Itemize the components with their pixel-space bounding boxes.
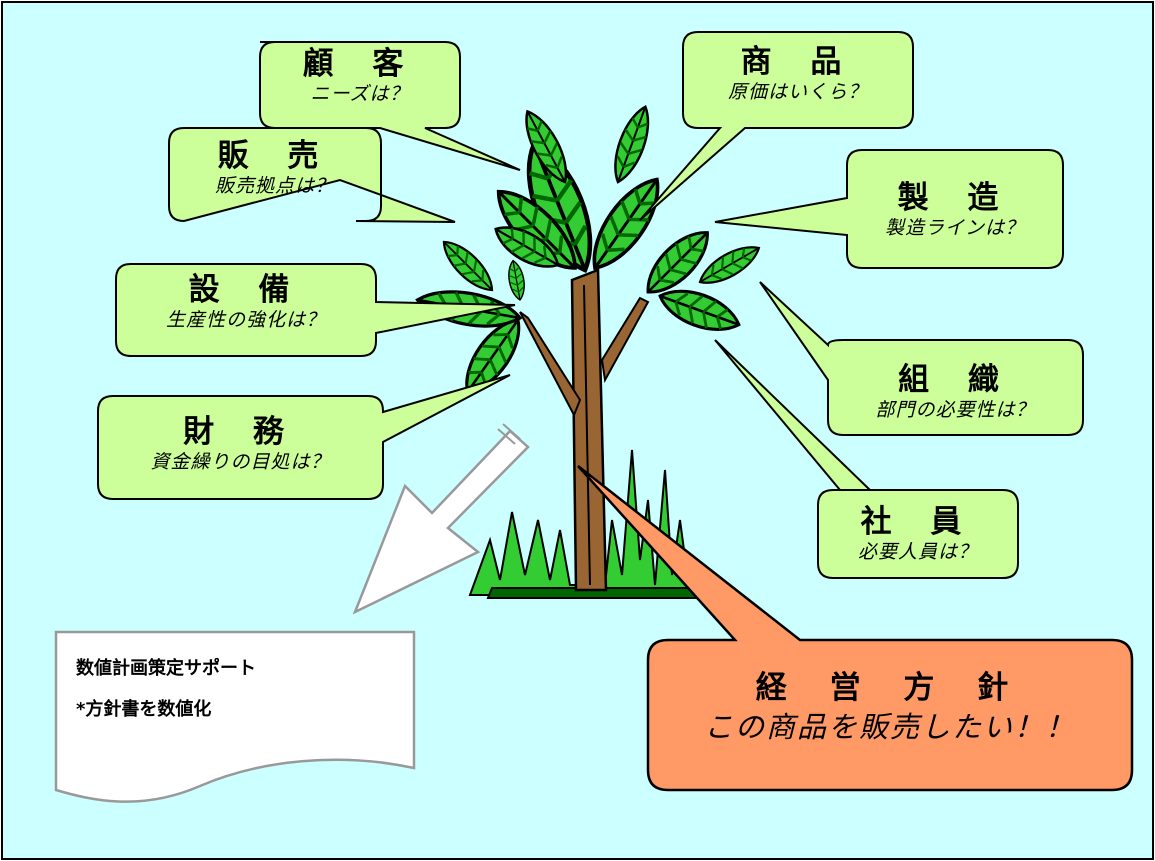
policy-bubble: 経 営 方 針 この商品を販売したい！！ <box>648 668 1132 746</box>
bubble-equipment-title: 設 備 <box>188 272 304 308</box>
bubble-product-title: 商 品 <box>740 44 856 80</box>
document-shape <box>54 630 416 803</box>
bubble-organization-title: 組 織 <box>898 362 1013 398</box>
document-line-2: *方針書を数値化 <box>76 699 212 720</box>
bubble-product-sub: 原価はいくら？ <box>727 81 868 103</box>
bubble-customer: 顧 客 ニーズは？ <box>260 46 460 106</box>
bubble-organization: 組 織 部門の必要性は？ <box>828 362 1083 422</box>
bubble-staff-sub: 必要人員は？ <box>857 541 978 563</box>
bubble-manufacturing-title: 製 造 <box>897 180 1013 216</box>
bubble-product: 商 品 原価はいくら？ <box>683 44 913 104</box>
bubble-customer-shape <box>259 41 521 171</box>
bubble-organization-sub: 部門の必要性は？ <box>875 399 1036 421</box>
bubble-organization-shape <box>759 281 1084 436</box>
bubble-customer-title: 顧 客 <box>302 46 418 82</box>
bubble-policy-shape <box>577 465 1134 792</box>
bubble-sales-title: 販 売 <box>217 138 333 174</box>
document-line-1: 数値計画策定サポート <box>76 658 256 679</box>
bubble-finance-sub: 資金繰りの目処は？ <box>150 451 331 473</box>
bubble-sales-shape <box>168 127 456 223</box>
bubble-staff-shape <box>714 339 1019 579</box>
bubble-staff-title: 社 員 <box>860 504 976 540</box>
tree-trunk <box>519 268 650 592</box>
policy-title: 経 営 方 針 <box>755 670 1025 706</box>
bubble-staff: 社 員 必要人員は？ <box>818 504 1018 564</box>
bubble-equipment-sub: 生産性の強化は？ <box>165 309 326 331</box>
arrow-icon <box>352 423 530 615</box>
bubble-manufacturing-sub: 製造ラインは？ <box>884 217 1025 239</box>
bubble-finance: 財 務 資金繰りの目処は？ <box>98 414 383 474</box>
bubble-manufacturing: 製 造 製造ラインは？ <box>847 180 1063 240</box>
bubble-product-shape <box>639 31 914 221</box>
bubble-sales-sub: 販売拠点は？ <box>214 175 335 197</box>
policy-sub: この商品を販売したい！！ <box>703 710 1076 744</box>
bubble-sales: 販 売 販売拠点は？ <box>169 138 381 198</box>
bubble-manufacturing-shape <box>714 149 1064 269</box>
bubble-finance-title: 財 務 <box>183 414 298 450</box>
bubble-equipment: 設 備 生産性の強化は？ <box>116 272 376 332</box>
bubble-customer-sub: ニーズは？ <box>310 83 410 105</box>
bubble-finance-shape <box>97 374 511 500</box>
bubble-equipment-shape <box>115 263 516 357</box>
